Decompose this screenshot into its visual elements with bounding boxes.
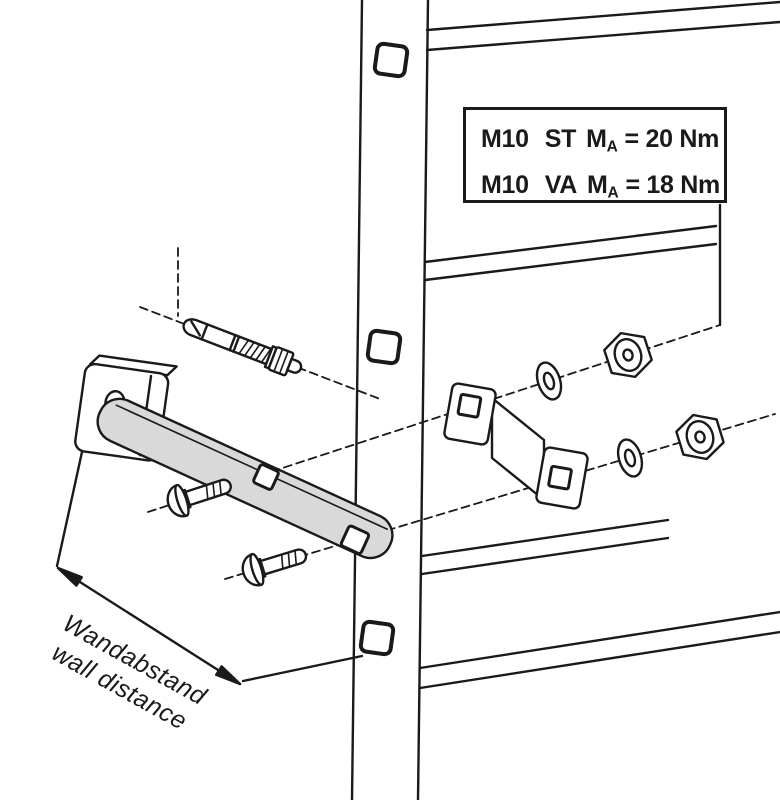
- plate-hole-lower: [339, 524, 371, 555]
- extension-line-right: [241, 654, 364, 683]
- material-grade: ST: [544, 125, 577, 153]
- torque-spec-row-steel: M10 ST MA= 20 Nm: [481, 120, 724, 166]
- u-bracket: [443, 382, 589, 510]
- plate-hole-upper: [252, 463, 280, 491]
- torque-symbol: MA: [586, 125, 618, 156]
- dimension-arrow-line: [56, 566, 242, 686]
- carriage-bolt-lower: [241, 548, 308, 587]
- material-grade: VA: [544, 171, 578, 200]
- anchor-threads: [238, 339, 272, 364]
- torque-spec-row-stainless: M10 VA MA= 18 Nm: [481, 166, 724, 212]
- thread-size: M10: [481, 125, 529, 153]
- thread-size: M10: [481, 171, 529, 200]
- rail-hole-top: [372, 41, 410, 79]
- wall-distance-dimension: [55, 450, 364, 686]
- lower-bolt-axis: [224, 413, 776, 580]
- washer-lower: [616, 438, 644, 478]
- rail-hole-middle: [365, 328, 403, 366]
- torque-value: = 18 Nm: [625, 171, 720, 200]
- arrowhead-right: [214, 665, 242, 686]
- mounting-plate: [96, 397, 394, 560]
- carriage-bolt-upper: [166, 478, 232, 518]
- wall-anchor-bolt: [182, 318, 303, 377]
- rack-rail: [350, 0, 430, 800]
- torque-symbol: MA: [587, 171, 619, 202]
- torque-value: = 20 Nm: [624, 125, 720, 153]
- rack-frame-lines: [418, 0, 780, 690]
- u-bracket-hole-lower: [547, 464, 573, 491]
- extension-line-left: [55, 450, 84, 568]
- anchor-axis: [139, 306, 381, 400]
- hex-nut-lower: [675, 413, 725, 461]
- u-bracket-hole-upper: [456, 393, 483, 419]
- hex-nut-upper: [603, 331, 653, 379]
- washer-upper: [535, 361, 563, 401]
- rail-hole-bottom: [358, 619, 396, 657]
- arrowhead-left: [56, 566, 84, 587]
